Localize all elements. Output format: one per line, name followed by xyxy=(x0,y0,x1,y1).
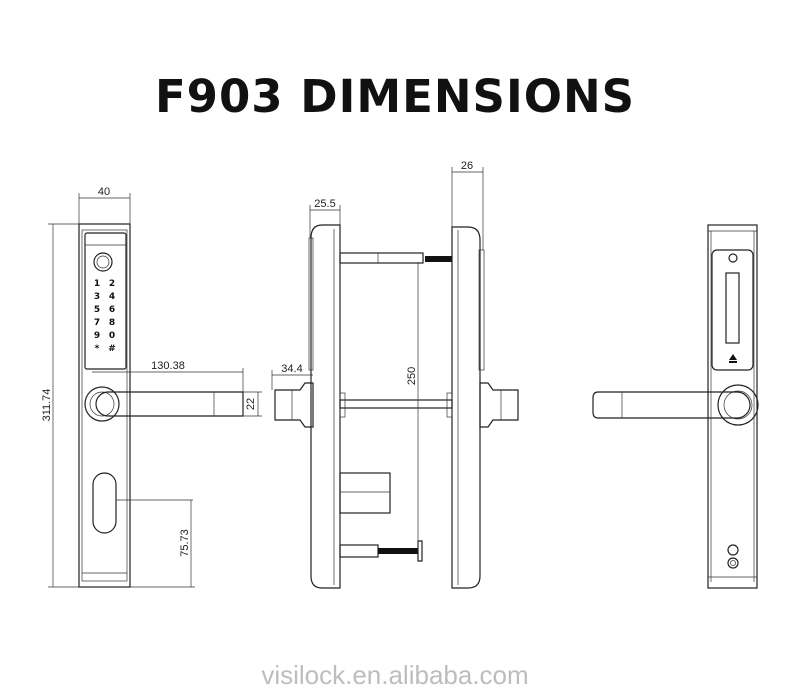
top-spindle xyxy=(339,252,424,264)
key: 6 xyxy=(109,305,115,315)
outer-knob-side xyxy=(274,382,314,428)
outer-plate-side xyxy=(310,224,341,589)
outer-plate-rear-strip xyxy=(308,237,314,371)
dim-cylinder-offset: 75.73 xyxy=(179,529,191,557)
key: 7 xyxy=(94,318,100,328)
dim-inner-depth: 26 xyxy=(461,160,473,172)
eject-battery-icon xyxy=(729,354,737,363)
key: 0 xyxy=(109,331,115,341)
key: 8 xyxy=(109,318,115,328)
handle-lever xyxy=(95,391,244,417)
handle-lever-back xyxy=(592,391,751,419)
handle-rosette-back-inner xyxy=(723,390,753,420)
key: 4 xyxy=(109,292,115,302)
side-view: 25.5 26 34.4 250 xyxy=(271,160,519,589)
mortise-block xyxy=(339,472,391,514)
key: 5 xyxy=(94,305,100,315)
key: * xyxy=(95,344,100,354)
handle-rosette-back xyxy=(717,384,759,426)
handle-rosette xyxy=(84,386,120,422)
dim-handle-length: 130.38 xyxy=(151,360,185,372)
back-plate xyxy=(707,224,758,589)
key: # xyxy=(108,344,116,354)
screw-hole-inner xyxy=(730,560,736,566)
front-plate-inner-edge xyxy=(81,229,128,582)
key: 9 xyxy=(94,331,100,341)
battery-cover xyxy=(711,249,754,371)
key: 3 xyxy=(94,292,100,302)
bottom-screw-head xyxy=(417,540,423,562)
reset-button xyxy=(727,544,739,556)
back-view xyxy=(592,224,759,589)
inner-knob-side xyxy=(479,382,519,428)
dim-handle-height: 22 xyxy=(245,398,257,410)
dim-width: 40 xyxy=(98,186,110,198)
dim-knob-projection: 34.4 xyxy=(281,363,302,375)
square-spindle xyxy=(339,399,453,409)
top-screw xyxy=(425,256,452,262)
key: 2 xyxy=(109,279,115,289)
dim-outer-depth: 25.5 xyxy=(314,198,335,210)
screw-hole xyxy=(727,557,739,569)
battery-slot xyxy=(725,272,740,344)
keypad: 1 2 3 4 5 6 7 8 9 0 * # xyxy=(94,279,116,354)
key: 1 xyxy=(94,279,100,289)
cylinder-slot xyxy=(92,472,117,534)
fingerprint-sensor-icon xyxy=(93,252,113,272)
handle-rosette-inner xyxy=(89,391,115,417)
bottom-screw xyxy=(378,548,418,554)
spindle-washer xyxy=(339,392,346,418)
screw-hole xyxy=(728,253,738,263)
front-plate xyxy=(78,223,131,588)
watermark: visilock.en.alibaba.com xyxy=(261,660,529,690)
page-title: F903 DIMENSIONS xyxy=(154,70,636,123)
spindle-washer xyxy=(446,392,453,418)
dim-height: 311.74 xyxy=(41,389,53,422)
inner-plate-side xyxy=(451,226,481,589)
fingerprint-sensor-inner xyxy=(96,255,110,269)
dim-screw-spacing: 250 xyxy=(406,367,418,385)
inner-plate-rear-strip xyxy=(478,249,485,371)
front-view: 1 2 3 4 5 6 7 8 9 0 * # 40 311.74 130.38… xyxy=(41,186,262,588)
keypad-panel xyxy=(84,232,127,370)
bottom-spindle xyxy=(339,544,379,558)
